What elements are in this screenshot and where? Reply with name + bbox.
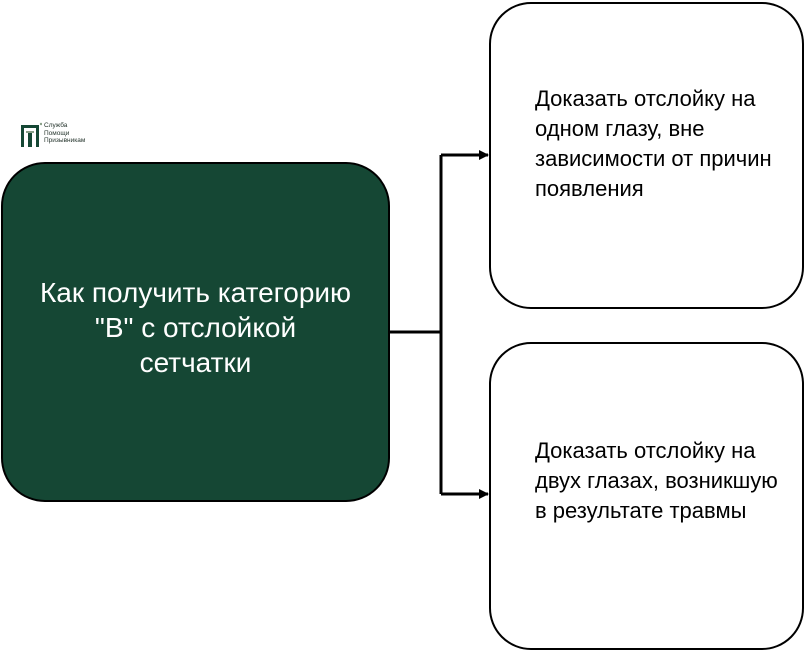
option-box-two-eyes: Доказать отслойку на двух глазах, возник…: [489, 342, 804, 650]
logo-mark-icon: [20, 122, 43, 148]
option-one-eye-text: Доказать отслойку на одном глазу, вне за…: [535, 86, 772, 201]
logo-line: Помощи: [44, 129, 70, 137]
option-box-one-eye: Доказать отслойку на одном глазу, вне за…: [489, 2, 804, 309]
main-question-text: Как получить категорию "В" с отслойкой с…: [39, 276, 352, 378]
main-question-box: Как получить категорию "В" с отслойкой с…: [1, 162, 390, 502]
logo-line: Служба: [44, 122, 68, 129]
option-two-eyes-text: Доказать отслойку на двух глазах, возник…: [535, 438, 778, 523]
logo-text: Служба Помощи Призывникам: [44, 122, 85, 145]
logo-line: Призывникам: [44, 137, 86, 144]
logo: Служба Помощи Призывникам: [20, 122, 85, 148]
